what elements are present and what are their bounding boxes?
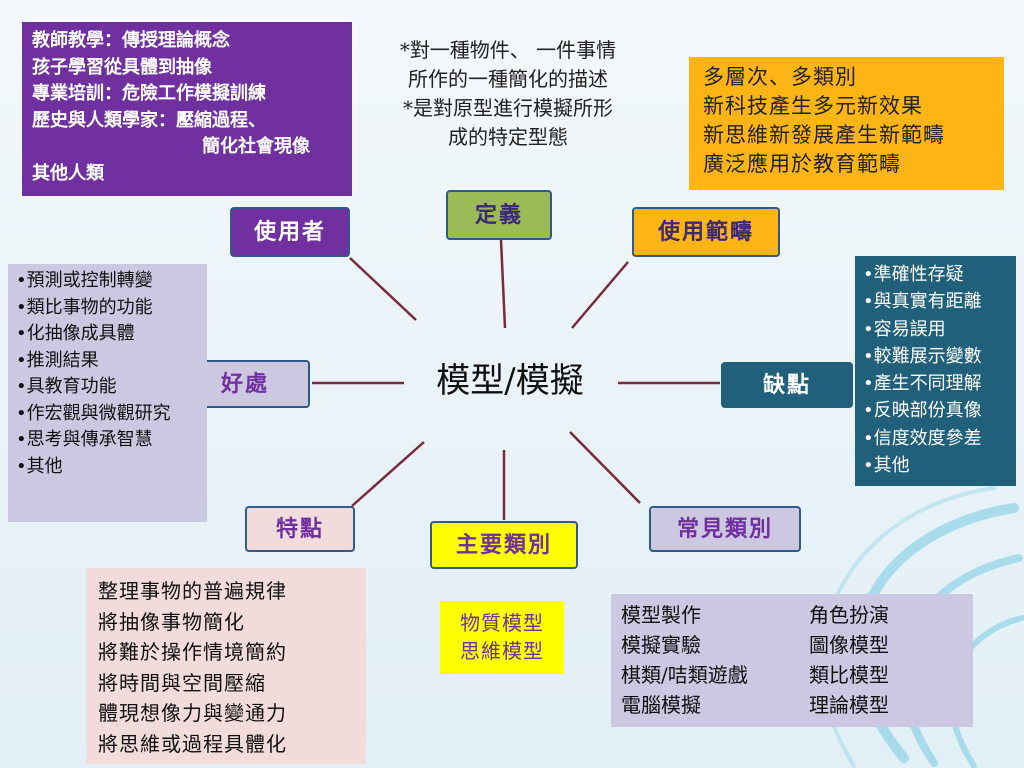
users-box: 教師教學：傳授理論概念 孩子學習從具體到抽像 專業培訓：危險工作模擬訓練 歷史與… xyxy=(22,22,352,196)
features-item: 將思維或過程具體化 xyxy=(98,731,287,756)
connector-common-types xyxy=(569,431,641,504)
features-item: 將時間與空間壓縮 xyxy=(98,670,266,695)
users-line: 簡化社會現像 xyxy=(202,136,310,157)
common-types-item: 類比模型 xyxy=(809,663,889,687)
benefits-item: •預測或控制轉變 xyxy=(16,270,153,291)
scope-line: 新思維新發展產生新範疇 xyxy=(703,123,945,147)
label-scope: 使用範疇 xyxy=(632,207,780,257)
drawbacks-item: •其他 xyxy=(863,455,910,477)
definition-line: *是對原型進行模擬所形 xyxy=(403,96,613,120)
benefits-item: •作宏觀與微觀研究 xyxy=(16,402,171,424)
common-types-item: 角色扮演 xyxy=(809,603,889,627)
connector-definition xyxy=(499,239,507,329)
benefits-item: •化抽像成具體 xyxy=(16,323,135,344)
drawbacks-item: •準確性存疑 xyxy=(863,264,964,285)
drawbacks-item: •容易誤用 xyxy=(863,318,946,340)
common-types-item: 理論模型 xyxy=(809,693,889,717)
label-main-types: 主要類別 xyxy=(430,521,578,569)
scope-line: 廣泛應用於教育範疇 xyxy=(703,152,901,176)
drawbacks-item: •與真實有距離 xyxy=(863,291,982,313)
label-features: 特點 xyxy=(245,506,355,552)
drawbacks-item: •信度效度參差 xyxy=(863,427,982,449)
features-box: 整理事物的普遍規律 將抽像事物簡化 將難於操作情境簡約 將時間與空間壓縮 體現想… xyxy=(86,568,366,764)
benefits-item: •推測結果 xyxy=(16,349,99,371)
label-definition: 定義 xyxy=(446,190,552,240)
benefits-box: •預測或控制轉變 •類比事物的功能 •化抽像成具體 •推測結果 •具教育功能 •… xyxy=(8,264,207,522)
common-types-item: 模擬實驗 xyxy=(621,633,701,657)
benefits-item: •思考與傳承智慧 xyxy=(16,429,153,450)
features-item: 體現想像力與變通力 xyxy=(98,701,287,725)
common-types-column-left: 模型製作 模擬實驗 棋類/咭類遊戲 電腦模擬 xyxy=(621,600,748,720)
common-types-column-right: 角色扮演 圖像模型 類比模型 理論模型 xyxy=(809,600,889,720)
benefits-item: •其他 xyxy=(16,455,63,477)
definition-line: 成的特定型態 xyxy=(448,125,568,149)
users-line: 其他人類 xyxy=(32,162,104,184)
drawbacks-item: •產生不同理解 xyxy=(863,373,982,395)
common-types-box: 模型製作 模擬實驗 棋類/咭類遊戲 電腦模擬 角色扮演 圖像模型 類比模型 理論… xyxy=(611,594,973,727)
benefits-item: •具教育功能 xyxy=(16,376,117,397)
connector-features xyxy=(351,441,425,507)
connector-scope xyxy=(571,261,629,329)
features-item: 將難於操作情境簡約 xyxy=(98,640,287,664)
drawbacks-item: •反映部份真像 xyxy=(863,400,982,422)
label-users: 使用者 xyxy=(230,207,350,257)
drawbacks-box: •準確性存疑 •與真實有距離 •容易誤用 •較難展示變數 •產生不同理解 •反映… xyxy=(855,256,1016,486)
label-drawbacks: 缺點 xyxy=(721,362,853,408)
scope-line: 新科技產生多元新效果 xyxy=(703,94,923,118)
features-item: 整理事物的普遍規律 xyxy=(98,579,287,603)
common-types-item: 電腦模擬 xyxy=(621,693,701,717)
main-types-item: 思維模型 xyxy=(460,639,544,663)
connector-users xyxy=(349,257,417,321)
features-item: 將抽像事物簡化 xyxy=(98,609,245,634)
scope-box: 多層次、多類別 新科技產生多元新效果 新思維新發展產生新範疇 廣泛應用於教育範疇 xyxy=(689,57,1004,190)
common-types-item: 圖像模型 xyxy=(809,633,889,657)
center-title: 模型/模擬 xyxy=(436,361,584,401)
common-types-item: 模型製作 xyxy=(621,603,701,627)
users-line: 歷史與人類學家：壓縮過程、 xyxy=(32,109,266,131)
users-line: 專業培訓：危險工作模擬訓練 xyxy=(32,83,266,104)
users-line: 教師教學：傳授理論概念 xyxy=(32,30,230,51)
label-common-types: 常見類別 xyxy=(649,506,801,552)
scope-line: 多層次、多類別 xyxy=(703,65,857,89)
main-types-box: 物質模型 思維模型 xyxy=(440,601,564,674)
definition-line: 所作的一種簡化的描述 xyxy=(408,67,608,91)
main-types-item: 物質模型 xyxy=(460,611,544,635)
definition-line: *對一種物件、 一件事情 xyxy=(399,38,617,62)
drawbacks-item: •較難展示變數 xyxy=(863,345,982,367)
benefits-item: •類比事物的功能 xyxy=(16,296,153,318)
definition-text: *對一種物件、 一件事情 所作的一種簡化的描述 *是對原型進行模擬所形 成的特定… xyxy=(358,36,658,152)
users-line: 孩子學習從具體到抽像 xyxy=(32,56,212,78)
common-types-item: 棋類/咭類遊戲 xyxy=(621,663,748,687)
